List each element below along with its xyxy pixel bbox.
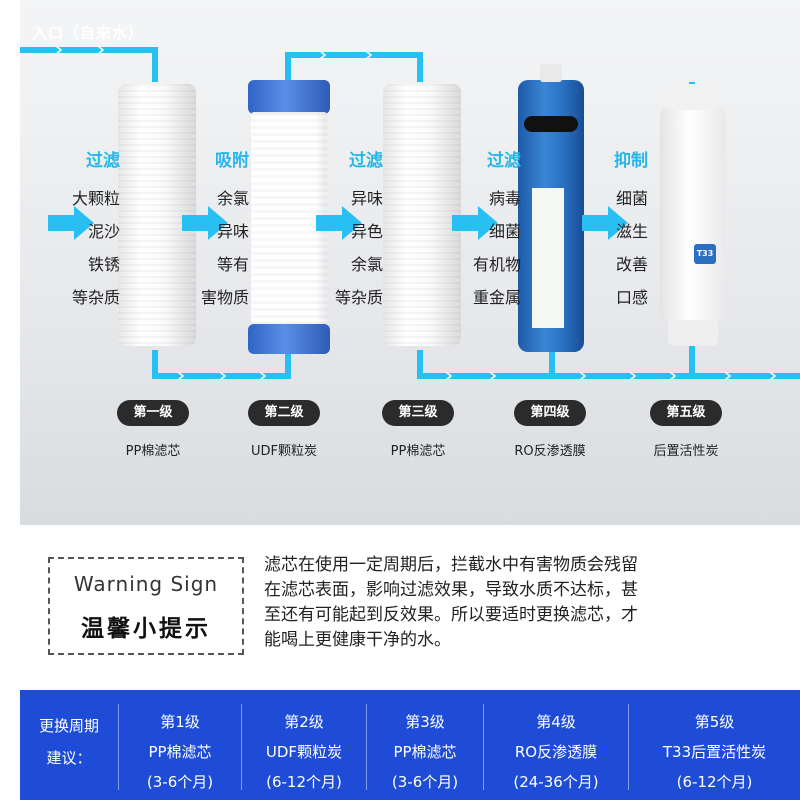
- schedule-period: (6-12个月): [266, 773, 342, 791]
- stage-3-badge: 第三级: [382, 400, 454, 426]
- schedule-column-5: 第5级 T33后置活性炭 (6-12个月): [629, 690, 800, 800]
- ro-inlet-fitting: [540, 64, 562, 82]
- ro-seal-ring: [524, 116, 578, 132]
- schedule-filter-name: PP棉滤芯: [393, 743, 457, 761]
- stage-1-name: PP棉滤芯: [125, 444, 181, 459]
- schedule-period: (6-12个月): [676, 773, 753, 791]
- udf-top-cap: [248, 80, 330, 114]
- warning-line: 滤芯在使用一定周期后，拦截水中有害物质会残留: [264, 555, 638, 575]
- schedule-level: 第1级: [160, 713, 200, 731]
- schedule-period: (3-6个月): [146, 773, 214, 791]
- flow-arrow-5: [582, 206, 628, 240]
- flow-arrow-3: [316, 206, 362, 240]
- schedule-filter-name: UDF颗粒炭: [265, 743, 343, 761]
- stage-3-item: 异味: [350, 189, 383, 208]
- schedule-column-4: 第4级 RO反渗透膜 (24-36个月): [484, 690, 628, 800]
- schedule-level: 第4级: [536, 713, 576, 731]
- filtration-diagram: 入口（自来水） T33 过滤 大颗粒 泥沙 铁锈 等杂质 吸附 余氯 异味 等有…: [20, 0, 800, 525]
- replacement-schedule: 更换周期 建议： 第1级 PP棉滤芯 (3-6个月) 第2级 UDF颗粒炭 (6…: [20, 690, 800, 800]
- stage-5-features: 抑制 细菌 滋生 改善 口感: [614, 146, 648, 314]
- pp-cotton-cartridge-2: [383, 84, 461, 346]
- stage-5-item: 滋生: [615, 222, 648, 241]
- warning-section: Warning Sign 温馨小提示 滤芯在使用一定周期后，拦截水中有害物质会残…: [20, 525, 800, 687]
- schedule-period: (3-6个月): [391, 773, 459, 791]
- stage-3-item: 等杂质: [334, 288, 383, 307]
- schedule-filter-name: RO反渗透膜: [514, 743, 598, 761]
- stage-4-item: 有机物: [472, 255, 521, 274]
- stage-4-badge: 第四级: [514, 400, 586, 426]
- flow-arrow-2: [182, 206, 228, 240]
- stage-1-item: 大颗粒: [71, 189, 120, 208]
- ro-membrane-cartridge: [518, 58, 588, 358]
- column-divider: [241, 704, 242, 790]
- warning-title-en: Warning Sign: [73, 572, 219, 596]
- udf-body: [251, 112, 327, 326]
- udf-bottom-cap: [248, 324, 330, 354]
- ro-label-sticker: [532, 188, 564, 328]
- t33-body: [660, 108, 726, 320]
- stage-2-features: 吸附 余氯 异味 等有 害物质: [201, 146, 249, 314]
- stage-3-features: 过滤 异味 异色 余氯 等杂质: [335, 146, 383, 314]
- t33-bottom-fitting: [668, 320, 718, 346]
- column-divider: [483, 704, 484, 790]
- column-divider: [366, 704, 367, 790]
- stage-3-name: PP棉滤芯: [390, 444, 446, 459]
- flow-arrow-1: [48, 206, 94, 240]
- stage-1-function: 过滤: [86, 151, 120, 171]
- t33-carbon-cartridge: T33: [650, 84, 736, 348]
- stage-3-item: 余氯: [350, 255, 383, 274]
- schedule-level: 第2级: [284, 713, 324, 731]
- udf-carbon-cartridge: [248, 80, 330, 354]
- warning-title-cn: 温馨小提示: [81, 616, 211, 642]
- column-divider: [628, 704, 629, 790]
- schedule-period: (24-36个月): [513, 773, 599, 791]
- schedule-header: 更换周期 建议：: [20, 690, 118, 800]
- stage-2-item: 等有: [216, 255, 249, 274]
- stage-2-item: 害物质: [200, 288, 249, 307]
- stage-5-item: 口感: [615, 288, 648, 307]
- stage-1-features: 过滤 大颗粒 泥沙 铁锈 等杂质: [72, 146, 120, 314]
- schedule-column-2: 第2级 UDF颗粒炭 (6-12个月): [242, 690, 366, 800]
- schedule-level: 第3级: [405, 713, 445, 731]
- stage-5-item: 细菌: [615, 189, 648, 208]
- schedule-column-3: 第3级 PP棉滤芯 (3-6个月): [367, 690, 483, 800]
- schedule-filter-name: T33后置活性炭: [662, 743, 767, 761]
- stage-4-name: RO反渗透膜: [514, 444, 586, 459]
- column-divider: [118, 704, 119, 790]
- t33-badge: T33: [694, 244, 716, 264]
- stage-2-badge: 第二级: [248, 400, 320, 426]
- stage-1-item: 等杂质: [71, 288, 120, 307]
- stage-5-badge: 第五级: [650, 400, 722, 426]
- stage-4-features: 过滤 病毒 细菌 有机物 重金属: [473, 146, 521, 314]
- stage-3-item: 异色: [350, 222, 383, 241]
- schedule-column-1: 第1级 PP棉滤芯 (3-6个月): [119, 690, 241, 800]
- stage-3-function: 过滤: [349, 151, 383, 171]
- stage-2-function: 吸附: [215, 151, 249, 171]
- inlet-label: 入口（自来水）: [32, 24, 145, 42]
- stage-5-item: 改善: [615, 255, 648, 274]
- warning-sign-box: Warning Sign 温馨小提示: [48, 557, 244, 655]
- stage-4-function: 过滤: [487, 151, 521, 171]
- warning-line: 在滤芯表面，影响过滤效果，导致水质不达标，甚: [264, 580, 638, 600]
- stage-4-item: 重金属: [472, 288, 521, 307]
- warning-line: 能喝上更健康干净的水。: [264, 630, 451, 650]
- stage-4-item: 细菌: [488, 222, 521, 241]
- flow-arrow-4: [452, 206, 498, 240]
- t33-top-fitting: [668, 84, 718, 110]
- schedule-filter-name: PP棉滤芯: [148, 743, 212, 761]
- stage-2-item: 余氯: [216, 189, 249, 208]
- stage-1-badge: 第一级: [117, 400, 189, 426]
- schedule-header-line: 更换周期: [38, 717, 99, 735]
- warning-text: 滤芯在使用一定周期后，拦截水中有害物质会残留 在滤芯表面，影响过滤效果，导致水质…: [264, 553, 784, 653]
- stage-2-item: 异味: [216, 222, 249, 241]
- stage-4-item: 病毒: [488, 189, 521, 208]
- stage-1-item: 铁锈: [87, 255, 120, 274]
- stage-5-function: 抑制: [614, 151, 648, 171]
- stage-5-name: 后置活性炭: [653, 444, 719, 459]
- schedule-level: 第5级: [694, 713, 735, 731]
- warning-line: 至还有可能起到反效果。所以要适时更换滤芯，才: [264, 605, 638, 625]
- stage-2-name: UDF颗粒炭: [250, 444, 317, 459]
- schedule-header-line: 建议：: [46, 749, 92, 767]
- stage-1-item: 泥沙: [87, 222, 120, 241]
